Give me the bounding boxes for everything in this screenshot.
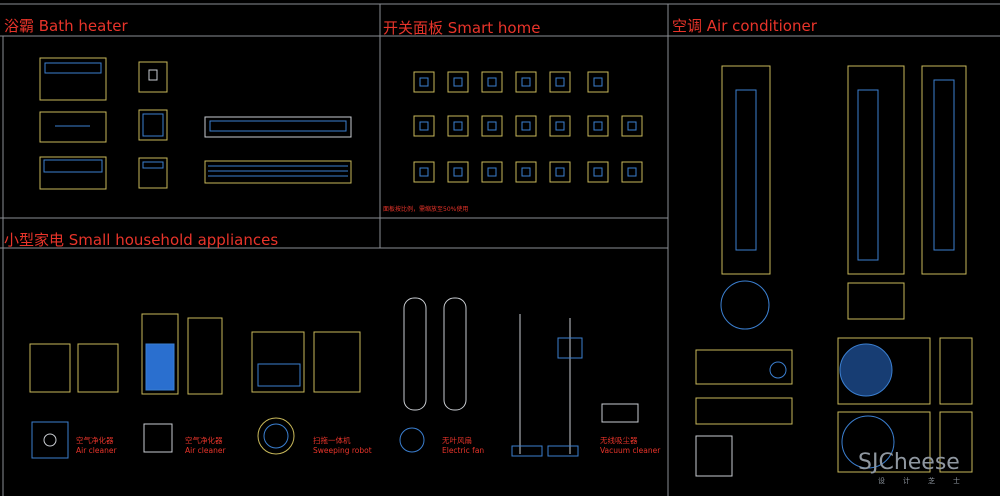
switch-panel: [587, 161, 609, 183]
switch-panel: [413, 161, 435, 183]
switch-panel: [587, 115, 609, 137]
switch-panel: [481, 115, 503, 137]
switch-panel: [587, 71, 609, 93]
section-title-smart-home: 开关面板 Smart home: [383, 19, 541, 37]
switch-panel-button: [521, 77, 531, 87]
switch-panel-button: [419, 77, 429, 87]
section-title-bath-heater: 浴霸 Bath heater: [4, 17, 128, 35]
switch-panel-button: [521, 121, 531, 131]
switch-panel: [549, 115, 571, 137]
switch-panel: [447, 71, 469, 93]
switch-panel: [413, 115, 435, 137]
switch-panel-button: [487, 77, 497, 87]
switch-panel: [447, 161, 469, 183]
switch-panel: [515, 161, 537, 183]
switch-panel: [549, 71, 571, 93]
switch-panel: [481, 71, 503, 93]
switch-panel-button: [453, 121, 463, 131]
smart-home-scale-note: 面板按比例，需缩放至50%使用: [383, 206, 469, 213]
switch-panel-button: [593, 121, 603, 131]
switch-panel: [447, 115, 469, 137]
section-title-air-conditioner: 空调 Air conditioner: [672, 17, 817, 35]
appliance-drawings: [29, 297, 639, 459]
switch-panel-button: [453, 167, 463, 177]
switch-panel-button: [627, 121, 637, 131]
switch-panel-button: [453, 77, 463, 87]
switch-panel-button: [419, 167, 429, 177]
switch-panel: [549, 161, 571, 183]
switch-panel-button: [419, 121, 429, 131]
switch-panel-button: [627, 167, 637, 177]
smart-home-panels: [413, 71, 643, 183]
switch-panel-button: [593, 77, 603, 87]
switch-panel: [621, 115, 643, 137]
air-conditioner-drawings: [695, 65, 973, 477]
brand-logo: SJCheese: [858, 450, 960, 475]
frame-lines: [0, 3, 1000, 496]
switch-panel: [621, 161, 643, 183]
switch-panel: [515, 71, 537, 93]
section-title-small-appliances: 小型家电 Small household appliances: [4, 231, 279, 249]
switch-panel-button: [555, 121, 565, 131]
switch-panel: [413, 71, 435, 93]
bath-heater-drawings: [39, 57, 352, 190]
brand-logo-subtitle: 设计芝士: [878, 477, 978, 485]
switch-panel-button: [555, 167, 565, 177]
switch-panel-button: [487, 167, 497, 177]
switch-panel-button: [487, 121, 497, 131]
switch-panel-button: [593, 167, 603, 177]
switch-panel-button: [555, 77, 565, 87]
switch-panel: [481, 161, 503, 183]
switch-panel-button: [521, 167, 531, 177]
switch-panel: [515, 115, 537, 137]
